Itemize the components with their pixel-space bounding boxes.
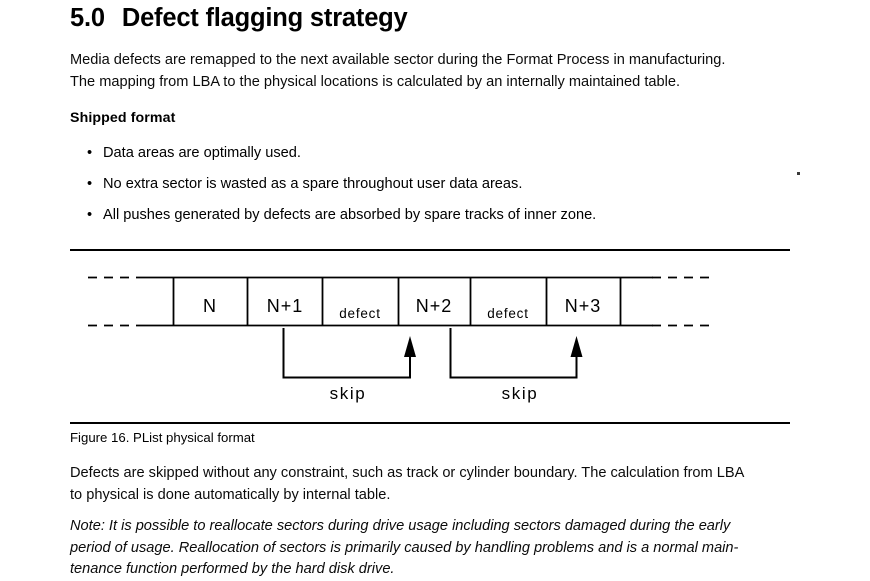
subheading-shipped-format: Shipped format	[70, 110, 176, 126]
intro-line-2: The mapping from LBA to the physical loc…	[70, 73, 681, 90]
note-line-1: Note: It is possible to reallocate secto…	[70, 518, 731, 534]
figure-rule-top	[70, 249, 790, 251]
skip-label-1: skip	[330, 384, 367, 403]
sector-label-n1: N+1	[267, 296, 304, 316]
list-item-text: Data areas are optimally used.	[103, 145, 301, 161]
note-paragraph: Note: It is possible to reallocate secto…	[70, 516, 810, 581]
skip-bracket-2	[449, 328, 578, 379]
list-item: • All pushes generated by defects are ab…	[86, 207, 786, 224]
sector-label-n3: N+3	[565, 296, 602, 316]
bullet-icon: •	[87, 145, 93, 161]
list-item-text: All pushes generated by defects are abso…	[103, 207, 597, 223]
list-item: • No extra sector is wasted as a spare t…	[86, 176, 786, 193]
intro-line-1: Media defects are remapped to the next a…	[70, 52, 726, 68]
note-line-3: tenance function performed by the hard d…	[70, 561, 395, 577]
skip-arrowhead-1	[404, 336, 416, 357]
page-title: 5.0 Defect flagging strategy	[70, 2, 408, 34]
scan-artifact-dot	[797, 172, 800, 175]
bullet-list: • Data areas are optimally used. • No ex…	[86, 145, 786, 238]
defect-label-2: defect	[487, 306, 529, 321]
skip-arrowhead-2	[570, 336, 583, 357]
list-item-text: No extra sector is wasted as a spare thr…	[103, 176, 523, 192]
skip-label-2: skip	[502, 384, 539, 403]
defects-line-1: Defects are skipped without any constrai…	[70, 465, 745, 481]
sector-label-n: N	[203, 296, 217, 316]
list-item: • Data areas are optimally used.	[86, 145, 786, 162]
figure-rule-bottom	[70, 422, 790, 424]
figure-caption: Figure 16. PList physical format	[70, 430, 255, 445]
defect-label-1: defect	[339, 306, 381, 321]
bullet-icon: •	[87, 207, 93, 223]
sector-label-n2: N+2	[416, 296, 453, 316]
intro-paragraph: Media defects are remapped to the next a…	[70, 50, 805, 93]
section-title: Defect flagging strategy	[121, 4, 408, 32]
defects-paragraph: Defects are skipped without any constrai…	[70, 463, 810, 506]
bullet-icon: •	[87, 176, 93, 192]
skip-bracket-1	[282, 328, 411, 379]
note-line-2: period of usage. Reallocation of sectors…	[70, 539, 739, 556]
section-number: 5.0	[70, 4, 105, 32]
defects-line-2: to physical is done automatically by int…	[70, 486, 391, 503]
